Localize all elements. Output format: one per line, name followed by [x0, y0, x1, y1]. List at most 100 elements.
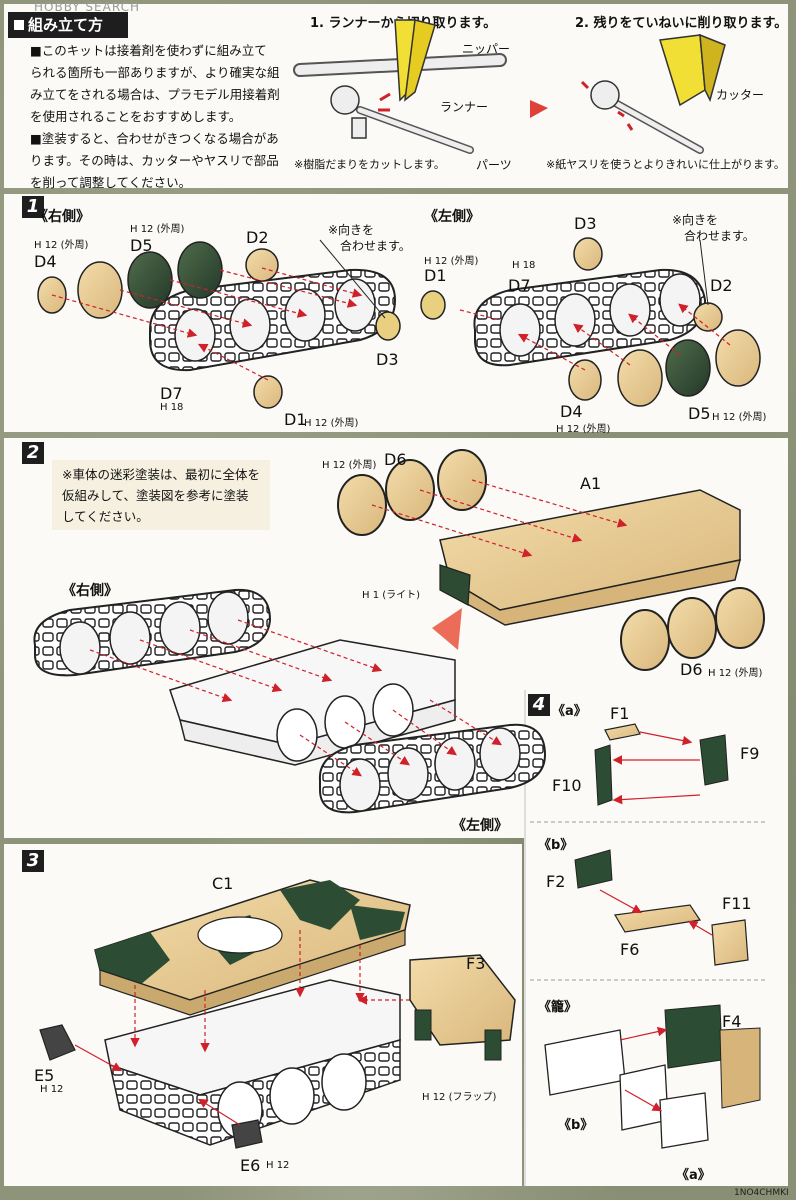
label-f2: F2: [546, 872, 566, 891]
label-d5: D5: [130, 236, 153, 255]
label-h12-outer: H 12 (外周): [708, 668, 763, 679]
label-h18: H 18: [512, 260, 536, 271]
step4a-parts: [594, 723, 729, 806]
label-f11: F11: [722, 894, 752, 913]
nipper-label: ニッパー: [462, 42, 511, 56]
catalog-code: 1NO4CHMKI: [734, 1188, 789, 1198]
step3-c1-upper-hull: [94, 879, 411, 1016]
label-d5: D5: [688, 404, 711, 423]
step3-number: 3: [22, 850, 44, 872]
file-note: ※紙ヤスリを使うとよりきれいに仕上がります。: [546, 158, 785, 171]
intro-line: ■このキットは接着剤を使わずに組み立て: [30, 43, 267, 58]
label-c1: C1: [212, 874, 234, 893]
label-h12: H 12: [266, 1160, 290, 1171]
section-header: 組み立て方: [8, 12, 128, 38]
step2-right-track: [33, 588, 272, 677]
label-f3: F3: [466, 954, 486, 973]
step2-note: ※車体の迷彩塗装は、最初に全体を 仮組みして、塗装図を参考に塗装 してください。: [52, 460, 270, 530]
watermark: HOBBY SEARCH: [34, 0, 140, 14]
step2-hull-a1: [439, 489, 742, 626]
label-d4: D4: [560, 402, 583, 421]
label-d4: D4: [34, 252, 57, 271]
next-arrow: [530, 100, 548, 118]
cutter-label: カッター: [716, 88, 765, 102]
note-line: ※向きを: [672, 213, 719, 227]
intro-line: を削って調整してください。: [30, 175, 192, 190]
label-h12-outer: H 12 (外周): [34, 240, 89, 251]
label-d3: D3: [574, 214, 597, 233]
intro-line: み立てをされる場合は、プラモデル用接着剤: [30, 87, 280, 102]
step4b-parts: [574, 849, 749, 966]
label-d2: D2: [246, 228, 269, 247]
note-line: してください。: [62, 509, 149, 524]
note-line: 仮組みして、塗装図を参考に塗装: [62, 488, 249, 503]
label-f4: F4: [722, 1012, 742, 1031]
part-label: パーツ: [476, 158, 512, 172]
label-f1: F1: [610, 704, 630, 723]
step1-right-side-label: 《右側》: [34, 209, 90, 225]
step1-left-side-label: 《左側》: [424, 209, 480, 225]
label-d7: D7: [508, 276, 531, 295]
step2-left-side-label: 《左側》: [452, 818, 508, 834]
label-f6: F6: [620, 940, 640, 959]
resin-note: ※樹脂だまりをカットします。: [294, 158, 445, 171]
intro-line: を使用されることをおすすめします。: [30, 109, 242, 124]
step4-cage-label: 《籠》: [538, 1000, 578, 1015]
label-d7: D7: [160, 384, 183, 403]
note-line: ※車体の迷彩塗装は、最初に全体を: [62, 467, 260, 482]
label-f9: F9: [740, 744, 760, 763]
label-d1: D1: [284, 410, 307, 429]
step3-e5-e6-parts: [39, 1024, 263, 1149]
label-h12-outer: H 12 (外周): [322, 460, 377, 471]
step4-number: 4: [528, 694, 550, 716]
step1-right-track-assembly: [37, 239, 401, 409]
label-h12-outer: H 12 (外周): [130, 224, 185, 235]
label-h12-outer: H 12 (外周): [304, 418, 359, 429]
step4a-label: 《a》: [552, 704, 587, 719]
cut-step2-title: 2. 残りをていねいに削り取ります。: [575, 16, 788, 31]
step2-main-hull: [89, 619, 456, 766]
label-e6: E6: [240, 1156, 261, 1175]
step1-left-track-assembly: [420, 237, 761, 407]
label-h12-flap: H 12 (フラップ): [422, 1092, 497, 1103]
direction-arrow: [432, 608, 462, 650]
label-f10: F10: [552, 776, 582, 795]
note-line: ※向きを: [328, 223, 375, 237]
note-line: 合わせます。: [340, 239, 411, 253]
step2-number: 2: [22, 442, 44, 464]
intro-line: ■塗装すると、合わせがきつくなる場合があ: [30, 131, 279, 146]
label-h12-outer: H 12 (外周): [424, 256, 479, 267]
step2-left-track: [299, 699, 547, 814]
label-h12-outer: H 12 (外周): [712, 412, 767, 423]
step3-f3-part: [409, 954, 516, 1061]
intro-line: ります。その時は、カッターやヤスリで部品: [30, 153, 279, 168]
label-h1-light: H 1 (ライト): [362, 590, 421, 601]
label-d1: D1: [424, 266, 447, 285]
step4-cage-a-label: 《a》: [676, 1168, 711, 1183]
label-a1: A1: [580, 474, 602, 493]
label-h12-outer: H 12 (外周): [556, 424, 611, 435]
orient-note: ※向きを合わせます。: [328, 222, 411, 254]
intro-line: られる箇所も一部ありますが、より確実な組: [30, 65, 280, 80]
step4-cage-parts: [544, 1004, 761, 1149]
label-h18: H 18: [160, 402, 184, 413]
section-title: 組み立て方: [28, 16, 104, 34]
step1-number: 1: [22, 196, 44, 218]
label-e5: E5: [34, 1066, 55, 1085]
step4-cage-b-label: 《b》: [558, 1118, 594, 1133]
label-d6: D6: [680, 660, 703, 679]
step2-d6-wheels: [337, 449, 765, 671]
label-h12: H 12: [40, 1084, 64, 1095]
label-d6: D6: [384, 450, 407, 469]
step2-right-side-label: 《右側》: [62, 583, 118, 599]
label-d3: D3: [376, 350, 399, 369]
note-line: 合わせます。: [684, 229, 755, 243]
runner-label: ランナー: [440, 100, 489, 114]
runner-cut-illustration: [293, 19, 726, 154]
label-d2: D2: [710, 276, 733, 295]
orient-note: ※向きを合わせます。: [672, 212, 755, 244]
intro-text: ■このキットは接着剤を使わずに組み立て られる箇所も一部ありますが、より確実な組…: [30, 40, 300, 194]
step4b-label: 《b》: [538, 838, 574, 853]
